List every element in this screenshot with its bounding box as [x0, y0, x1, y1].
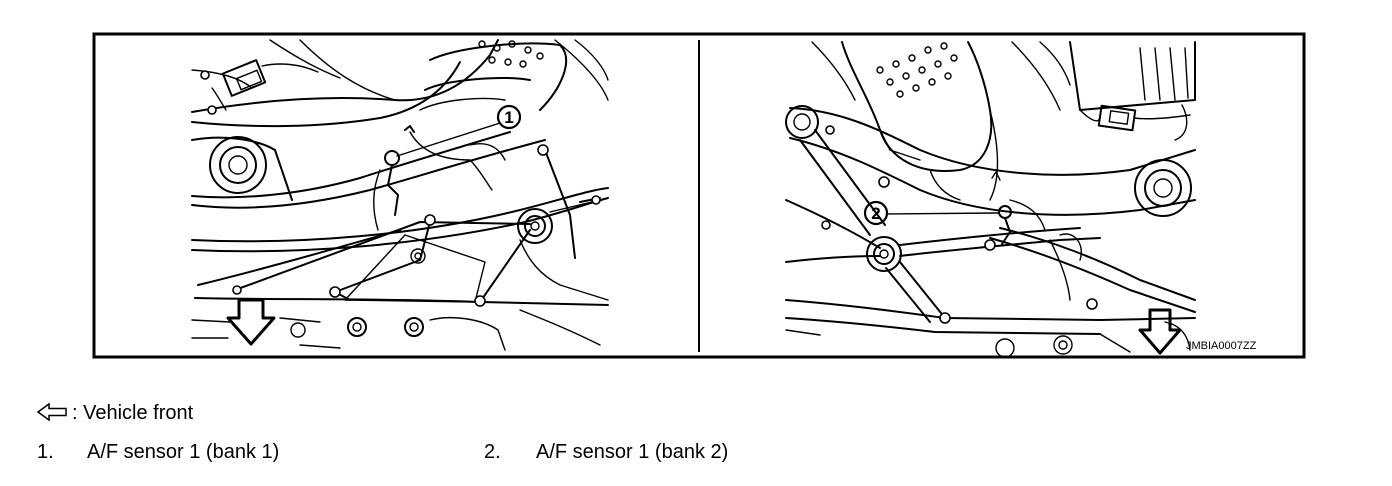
callout-1-label: 1 [504, 108, 513, 127]
left-panel-illustration: 1 [191, 39, 609, 351]
legend-item-1-label: A/F sensor 1 (bank 1) [87, 441, 280, 463]
right-panel-illustration: 2 JMBIA0007ZZ [785, 41, 1257, 358]
sensor-location-diagram: 1 [92, 32, 1306, 359]
legend-item-1-number: 1. [37, 441, 54, 463]
legend-item-2-number: 2. [484, 441, 501, 463]
legend-item-2-label: A/F sensor 1 (bank 2) [536, 441, 729, 463]
arrow-left-outline-icon [36, 402, 67, 422]
vehicle-front-arrow-right-panel [1138, 308, 1182, 355]
figure-code: JMBIA0007ZZ [1186, 340, 1257, 352]
vehicle-front-text: : Vehicle front [72, 402, 194, 424]
callout-1-marker [496, 104, 522, 130]
diagram-frame [92, 32, 1306, 359]
vehicle-front-arrow-left-panel [226, 298, 276, 346]
